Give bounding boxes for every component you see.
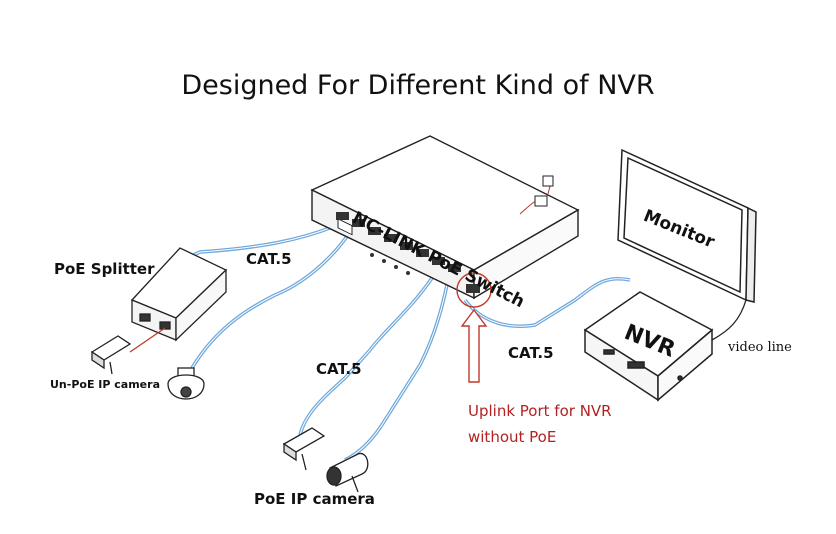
page-title: Designed For Different Kind of NVR xyxy=(181,70,655,101)
video-line-label: video line xyxy=(728,340,792,355)
nvr-icon xyxy=(583,291,714,402)
uplink-note-line2: without PoE xyxy=(468,428,557,446)
poe-splitter-icon xyxy=(130,247,228,342)
uplink-note-line1: Uplink Port for NVR xyxy=(468,402,612,420)
video-line xyxy=(711,299,747,341)
poe-camera-1-icon xyxy=(282,427,326,471)
unpoe-camera-label: Un-PoE IP camera xyxy=(50,378,160,391)
power-plug-icon xyxy=(519,175,554,215)
uplink-arrow-icon xyxy=(460,308,488,383)
poe-camera-2-icon xyxy=(326,452,369,493)
cable-poe-camera-1 xyxy=(298,277,434,436)
switch-ports xyxy=(337,218,353,236)
monitor-icon xyxy=(617,148,757,303)
poe-splitter-label: PoE Splitter xyxy=(54,260,155,278)
splitter-power-line xyxy=(129,327,166,353)
switch-port-row xyxy=(336,212,480,293)
switch-leds xyxy=(370,253,410,275)
poe-camera-label: PoE IP camera xyxy=(254,490,375,508)
cat5-right-label: CAT.5 xyxy=(508,344,554,362)
dome-camera-icon xyxy=(167,367,205,400)
uplink-port-highlight xyxy=(456,272,492,308)
bullet-camera-icon xyxy=(90,335,132,375)
cat5-left-label: CAT.5 xyxy=(246,250,292,268)
poe-switch-icon xyxy=(310,135,580,300)
cat5-middle-label: CAT.5 xyxy=(316,360,362,378)
